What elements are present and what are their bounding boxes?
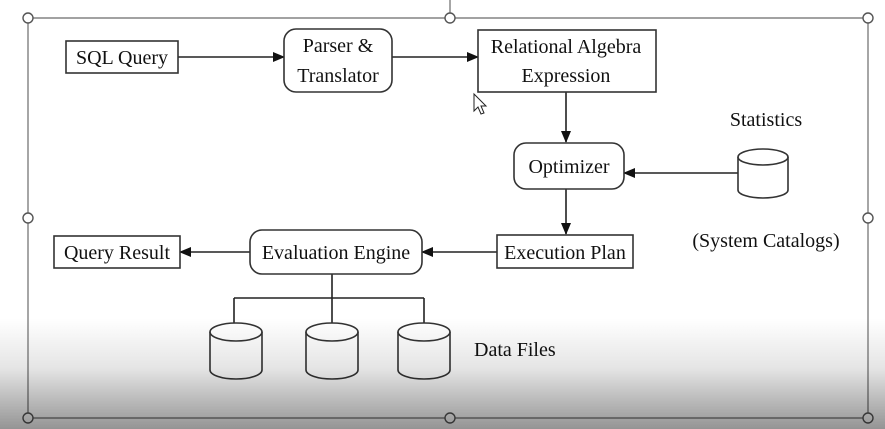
resize-handle-bottom-right[interactable] — [862, 412, 874, 424]
node-sql-query-box — [65, 40, 179, 74]
node-query-result-box — [53, 235, 181, 269]
node-statistics[interactable]: Statistics (System Catalogs) — [692, 109, 839, 252]
data-file-database-icon — [305, 322, 359, 380]
node-parser-translator[interactable]: Parser & Translator — [283, 28, 393, 93]
resize-handle-middle-right[interactable] — [862, 212, 874, 224]
data-file-database-icon — [397, 322, 451, 380]
data-files-label: Data Files — [474, 339, 556, 361]
node-data-files[interactable]: Data Files — [209, 322, 556, 380]
node-sql-query-label: SQL Query — [76, 47, 168, 69]
mouse-cursor-icon — [473, 92, 488, 115]
node-relational-algebra-label-line1: Relational Algebra — [491, 36, 642, 58]
statistics-label: Statistics — [730, 109, 802, 131]
node-evaluation-engine-box — [249, 229, 423, 275]
node-optimizer-label: Optimizer — [528, 156, 609, 178]
edge-evaluation-engine-to-data-files — [233, 274, 425, 330]
resize-handle-bottom-left[interactable] — [22, 412, 34, 424]
resize-handle-bottom-center[interactable] — [444, 412, 456, 424]
system-catalogs-label: (System Catalogs) — [692, 230, 839, 252]
resize-handle-top-center[interactable] — [444, 12, 456, 24]
selection-frame[interactable] — [22, 0, 874, 424]
node-query-result[interactable]: Query Result — [53, 235, 181, 269]
node-optimizer[interactable]: Optimizer — [513, 142, 625, 190]
node-relational-algebra-box — [477, 29, 657, 93]
node-relational-algebra-expression[interactable]: Relational Algebra Expression — [477, 29, 657, 93]
node-execution-plan-label: Execution Plan — [504, 242, 626, 264]
resize-handle-middle-left[interactable] — [22, 212, 34, 224]
data-file-database-icon — [209, 322, 263, 380]
statistics-database-icon — [737, 148, 789, 199]
node-evaluation-engine-label: Evaluation Engine — [262, 242, 410, 264]
resize-handle-top-left[interactable] — [22, 12, 34, 24]
node-parser-translator-box — [283, 28, 393, 93]
node-execution-plan-box — [496, 234, 634, 269]
resize-handle-top-right[interactable] — [862, 12, 874, 24]
node-parser-label-line2: Translator — [297, 65, 379, 87]
node-sql-query[interactable]: SQL Query — [65, 40, 179, 74]
node-evaluation-engine[interactable]: Evaluation Engine — [249, 229, 423, 275]
node-relational-algebra-label-line2: Expression — [522, 65, 611, 87]
node-execution-plan[interactable]: Execution Plan — [496, 234, 634, 269]
node-parser-label-line1: Parser & — [303, 35, 374, 57]
node-optimizer-box — [513, 142, 625, 190]
node-query-result-label: Query Result — [64, 242, 171, 264]
